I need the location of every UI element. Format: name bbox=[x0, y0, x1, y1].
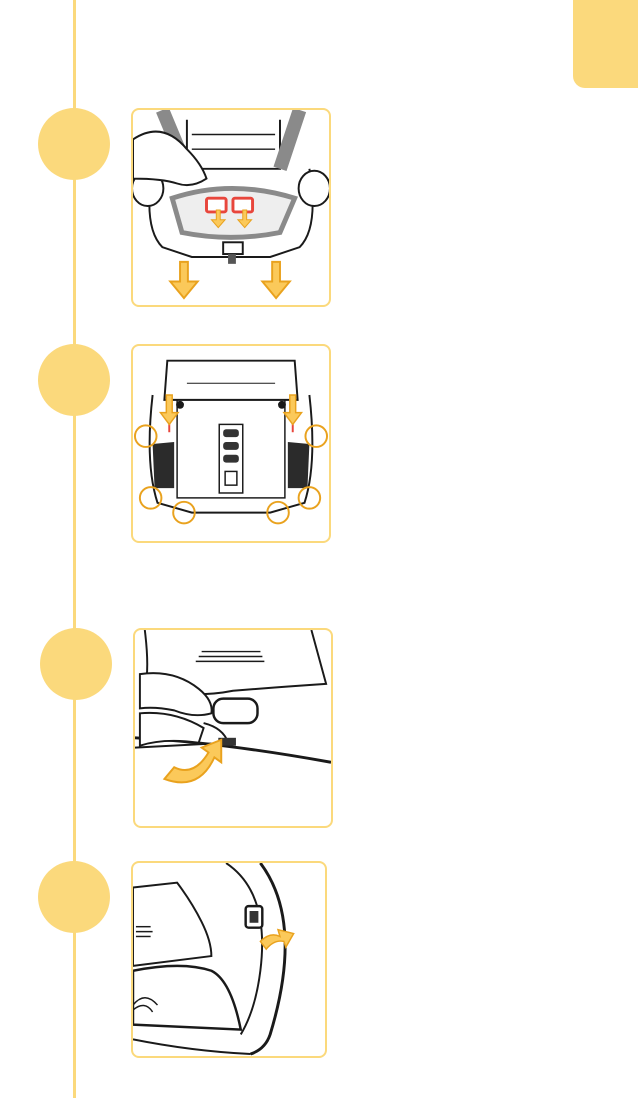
release-back-clip-illustration bbox=[133, 863, 325, 1056]
underside-clips-illustration bbox=[133, 346, 329, 541]
step-4-illustration bbox=[131, 861, 327, 1058]
section-tab bbox=[573, 0, 638, 88]
unhook-side-edge-illustration bbox=[135, 630, 331, 826]
step-1-illustration bbox=[131, 108, 331, 307]
step-2-marker bbox=[38, 344, 110, 416]
step-3-marker bbox=[40, 628, 112, 700]
step-1-marker bbox=[38, 108, 110, 180]
step-3-illustration bbox=[133, 628, 333, 828]
pull-seat-pad-forward-illustration bbox=[133, 110, 329, 305]
step-4-marker bbox=[38, 861, 110, 933]
step-2-illustration bbox=[131, 344, 331, 543]
